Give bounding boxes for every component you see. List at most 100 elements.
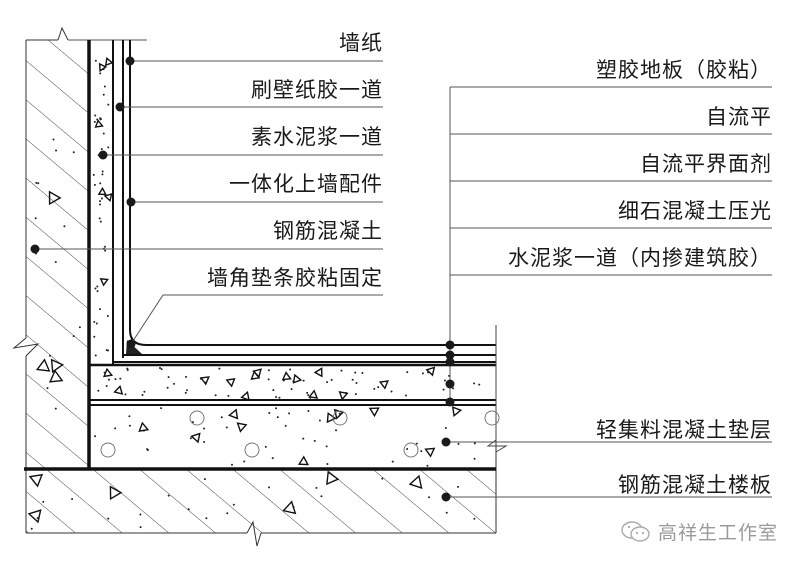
aggregate-speck [404, 394, 407, 397]
aggregate-speck [326, 381, 329, 384]
label-self-leveling: 自流平 [706, 105, 772, 129]
aggregate-stone [98, 62, 108, 73]
aggregate-speck [421, 372, 424, 375]
aggregate-speck [473, 457, 476, 460]
aggregate-stone [109, 485, 123, 501]
wall-concrete-hatch [12, 26, 147, 533]
aggregate-speck [94, 435, 97, 438]
label-concrete-slab: 钢筋混凝土楼板 [618, 473, 772, 497]
aggregate-speck [103, 85, 106, 88]
leader-dot [445, 379, 455, 389]
wall-plaster-layer [87, 40, 496, 470]
aggregate-speck [184, 391, 187, 394]
aggregate-speck [290, 388, 293, 391]
aggregate-stone [378, 380, 389, 390]
aggregate-stone [240, 390, 250, 401]
aggregate-speck [271, 457, 274, 460]
aggregate-speck [289, 368, 292, 371]
aggregate-speck [72, 151, 75, 154]
aggregate-speck [146, 448, 149, 451]
aggregate-stone [48, 369, 64, 383]
aggregate-speck [99, 203, 102, 206]
aggregate-speck [78, 326, 81, 329]
aggregate-stone [451, 406, 463, 418]
label-self-leveling-primer: 自流平界面剂 [640, 152, 772, 176]
leader-dot [445, 350, 455, 360]
aggregate-speck [166, 386, 169, 389]
aggregate-speck [54, 260, 57, 263]
aggregate-stone [227, 408, 239, 420]
label-wallpaper: 墙纸 [339, 31, 383, 55]
aggregate-stone [102, 367, 114, 378]
aggregate-speck [97, 389, 100, 392]
aggregate-speck [93, 183, 96, 186]
label-reinforced-concrete: 钢筋混凝土 [273, 219, 383, 243]
aggregate-speck [415, 442, 418, 445]
aggregate-speck [101, 170, 104, 173]
watermark-text: 高祥生工作室 [658, 522, 779, 544]
aggregate-stone [27, 509, 42, 524]
label-lightweight-concrete: 轻集料混凝土垫层 [596, 418, 772, 442]
aggregate-speck [302, 437, 305, 440]
aggregate-speck [335, 429, 338, 432]
aggregate-speck [42, 500, 45, 503]
leader-dot [126, 339, 136, 349]
aggregate-stone [292, 373, 303, 384]
aggregate-speck [99, 220, 102, 223]
aggregate-speck [54, 407, 57, 410]
aggregate-speck [119, 377, 122, 380]
wechat-icon [621, 520, 650, 542]
aggregate-speck [307, 410, 310, 413]
label-corner-strip: 墙角垫条胶粘固定 [207, 266, 383, 290]
aggregate-speck [473, 382, 476, 385]
aggregate-ceramsite [100, 442, 116, 458]
aggregate-speck [94, 354, 97, 357]
label-cement-slurry-glue: 水泥浆一道（内掺建筑胶） [508, 246, 772, 270]
aggregate-stone [113, 385, 124, 395]
aggregate-speck [100, 148, 103, 151]
aggregate-speck [63, 225, 66, 228]
aggregate-stone [408, 474, 423, 489]
aggregate-speck [351, 378, 354, 381]
aggregate-speck [94, 59, 97, 62]
aggregate-speck [478, 383, 481, 386]
leader-dot [126, 197, 136, 207]
aggregate-speck [71, 498, 74, 501]
aggregate-speck [34, 217, 37, 220]
aggregate-speck [220, 416, 223, 419]
aggregate-speck [275, 396, 278, 399]
aggregate-stone [28, 473, 44, 488]
aggregate-speck [107, 378, 110, 381]
aggregate-speck [167, 494, 170, 497]
aggregate-stone [281, 371, 292, 381]
leader-dot [445, 357, 455, 367]
aggregate-stone [326, 470, 340, 486]
aggregate-speck [107, 517, 110, 520]
aggregate-speck [30, 527, 33, 530]
aggregate-speck [96, 290, 99, 293]
aggregate-speck [159, 367, 162, 370]
aggregate-speck [267, 378, 270, 381]
aggregate-speck [173, 382, 176, 385]
aggregate-speck [330, 378, 333, 381]
aggregate-speck [126, 369, 129, 372]
aggregate-speck [272, 389, 275, 392]
aggregate-speck [99, 200, 102, 203]
aggregate-speck [306, 391, 309, 394]
aggregate-speck [185, 389, 188, 392]
aggregate-speck [93, 335, 96, 338]
aggregate-speck [276, 416, 279, 419]
aggregate-speck [139, 526, 142, 529]
aggregate-stone [138, 421, 150, 433]
aggregate-stone [236, 422, 248, 433]
aggregate-speck [160, 407, 163, 410]
aggregate-speck [49, 354, 52, 357]
aggregate-ceramsite [484, 410, 500, 426]
aggregate-speck [318, 419, 321, 422]
aggregate-speck [99, 182, 102, 185]
watermark: 高祥生工作室 [620, 518, 778, 545]
aggregate-speck [268, 486, 271, 489]
aggregate-speck [355, 381, 358, 384]
aggregate-speck [143, 390, 146, 393]
aggregate-stone [308, 389, 319, 399]
